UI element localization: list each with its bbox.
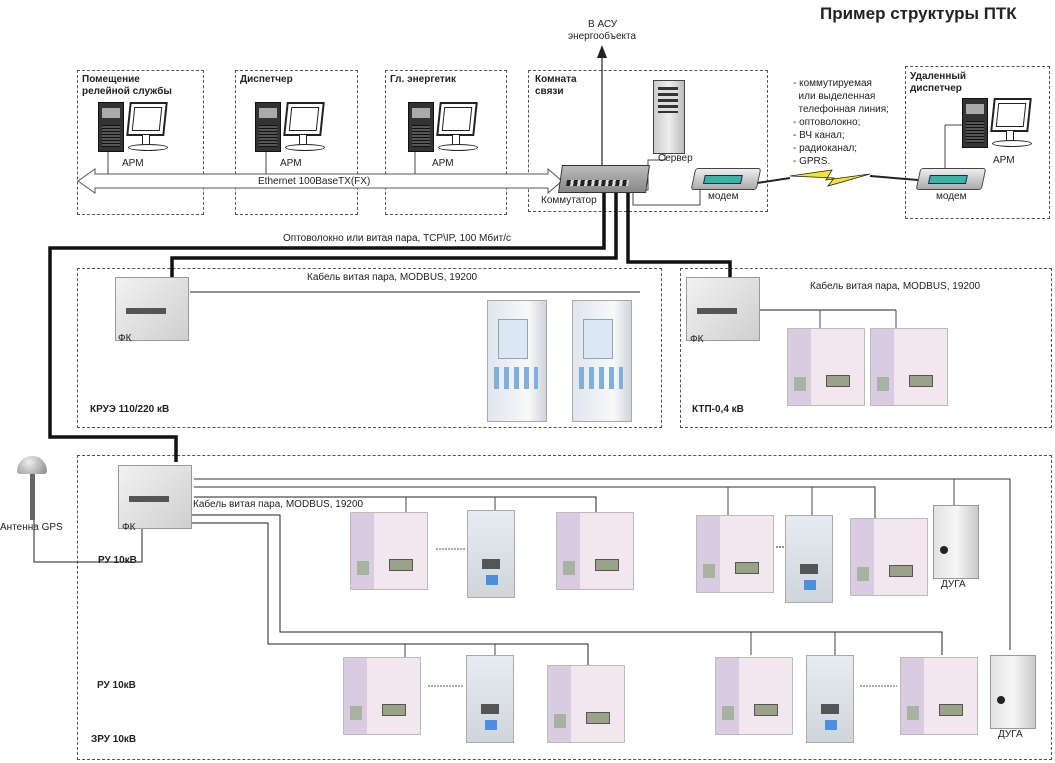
cabinet-label: ФК (122, 522, 136, 533)
relay-terminal-icon (572, 300, 632, 422)
remote-modem-label: модем (936, 191, 967, 202)
arc-label: ДУГА (941, 579, 966, 590)
relay-pink-icon (350, 512, 428, 590)
modem-label: модем (708, 191, 739, 202)
relay-pink-icon (715, 657, 793, 735)
gps-label: Антенна GPS (0, 522, 63, 533)
switch-icon (558, 165, 650, 193)
relay-pink-icon (556, 512, 634, 590)
diagram-title: Пример структуры ПТК (820, 4, 1017, 23)
link-media-list: - коммутируемая или выделенная телефонна… (793, 78, 889, 167)
zone-chief-engineer (385, 70, 507, 215)
workstation-label: АРМ (993, 155, 1015, 166)
ru-cable-label: Кабель витая пара, MODBUS, 19200 (193, 499, 364, 510)
workstation-label: АРМ (122, 158, 144, 169)
arc-label: ДУГА (998, 729, 1023, 740)
workstation-icon (98, 100, 168, 155)
uplink-label-2: энергообъекта (568, 31, 637, 42)
field-cabinet-icon (118, 465, 192, 529)
relay-grey-icon (467, 510, 515, 598)
zone-relay-room (77, 70, 204, 215)
ru-label-mid: РУ 10кВ (97, 680, 136, 691)
comm-room-label: Комната связи (535, 74, 577, 97)
zone-dispatcher (235, 70, 358, 215)
modem-icon (690, 168, 762, 190)
dispatcher-label: Диспетчер (240, 74, 293, 85)
uplink-label: В АСУ (588, 19, 618, 30)
relay-terminal-icon (487, 300, 547, 422)
arc-protection-icon (990, 655, 1036, 729)
zone-comm-room (528, 70, 768, 212)
relay-pink-icon (547, 665, 625, 743)
workstation-label: АРМ (280, 158, 302, 169)
relay-pink-icon (787, 328, 865, 406)
ktp-cable-label: Кабель витая пара, MODBUS, 19200 (810, 281, 981, 292)
cabinet-label: ФК (690, 334, 704, 345)
cabinet-label: ФК (118, 333, 132, 344)
field-cabinet-icon (686, 277, 760, 341)
relay-pink-icon (696, 515, 774, 593)
zone-ru (77, 455, 1052, 760)
zone-kruz (77, 268, 662, 428)
ru-label-top: РУ 10кВ (98, 555, 137, 566)
arc-protection-icon (933, 505, 979, 579)
workstation-icon (962, 96, 1032, 151)
ethernet-bus-label: Ethernet 100BaseTX(FX) (258, 176, 371, 187)
gps-antenna-icon (17, 456, 47, 474)
zone-ktp (680, 268, 1052, 428)
chief-engineer-label: Гл. энергетик (390, 74, 456, 85)
remote-dispatcher-label: Удаленный диспетчер (910, 71, 967, 94)
server-label: Сервер (658, 153, 693, 164)
gps-antenna-pole (30, 474, 35, 520)
modem-icon (915, 168, 987, 190)
ktp-zone-label: КТП-0,4 кВ (692, 404, 744, 415)
relay-pink-icon (343, 657, 421, 735)
switch-label: Коммутатор (541, 195, 597, 206)
relay-room-label: Помещение релейной службы (82, 74, 172, 97)
server-icon (653, 80, 685, 154)
zru-label: ЗРУ 10кВ (91, 734, 137, 745)
relay-grey-icon (466, 655, 514, 743)
relay-grey-icon (785, 515, 833, 603)
kruz-zone-label: КРУЭ 110/220 кВ (90, 404, 170, 415)
relay-pink-icon (900, 657, 978, 735)
kruz-cable-label: Кабель витая пара, MODBUS, 19200 (307, 272, 478, 283)
zone-remote-dispatcher (905, 66, 1050, 219)
relay-grey-icon (806, 655, 854, 743)
workstation-icon (408, 100, 478, 155)
field-cabinet-icon (115, 277, 189, 341)
relay-pink-icon (850, 518, 928, 596)
workstation-label: АРМ (432, 158, 454, 169)
relay-pink-icon (870, 328, 948, 406)
backbone-label: Оптоволокно или витая пара, TCP\IP, 100 … (283, 233, 512, 244)
workstation-icon (255, 100, 325, 155)
